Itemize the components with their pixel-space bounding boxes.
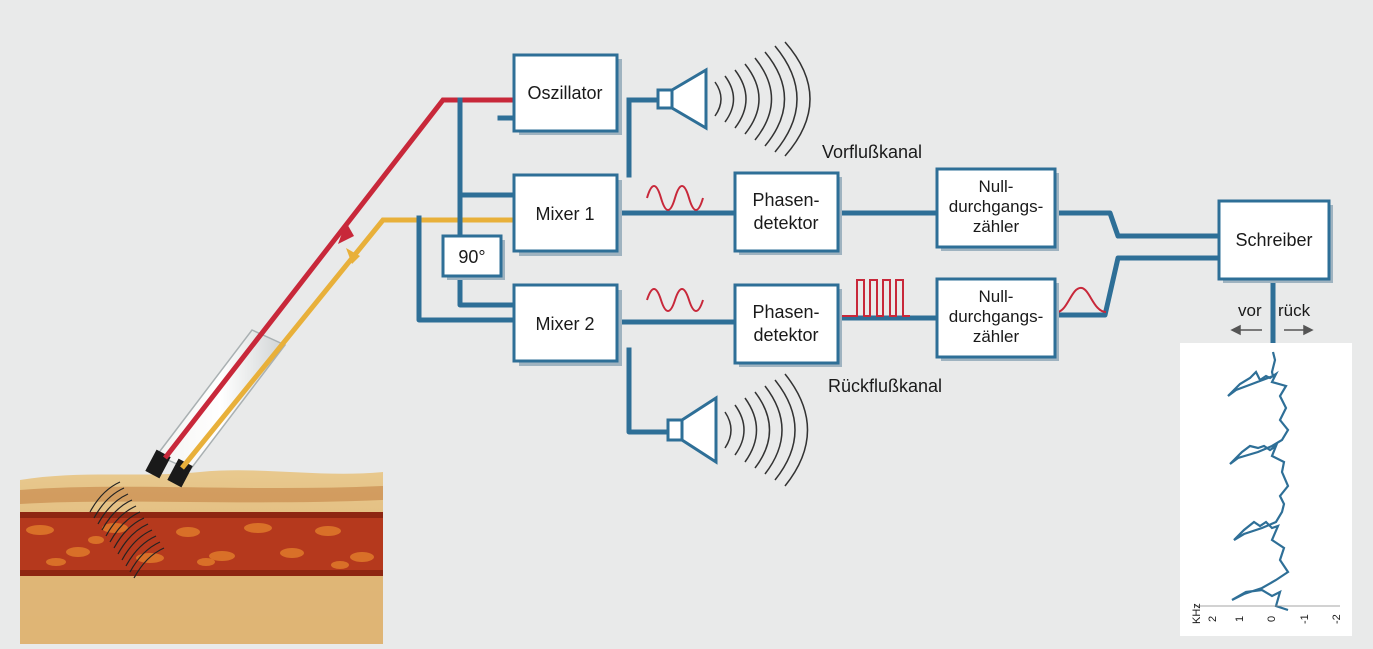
transmit-line	[163, 97, 513, 460]
tissue-illustration	[20, 470, 383, 644]
phase-shift-label: 90°	[458, 247, 485, 267]
pulse-curve-icon	[1057, 287, 1107, 313]
recorder-strip: KHz 2 1 0 -1 -2	[1180, 343, 1352, 636]
sine-wave-icon	[646, 185, 704, 211]
nulldurchgangszaehler2-block: Null- durchgangs- zähler	[935, 277, 1057, 359]
recorder-tick: 2	[1207, 616, 1219, 622]
mixer1-block: Mixer 1	[512, 173, 619, 253]
speaker-icon	[656, 41, 811, 157]
ultrasound-beam	[89, 481, 165, 579]
speaker-icon	[666, 373, 809, 487]
phasendetektor2-block: Phasen- detektor	[733, 283, 840, 365]
nulldurchgangszaehler1-label: Null-	[979, 177, 1014, 196]
mixer2-block: Mixer 2	[512, 283, 619, 363]
direction-arrows	[1230, 324, 1314, 336]
sine-wave-icon	[646, 288, 704, 312]
pulse-train-icon	[842, 279, 910, 317]
phasendetektor1-label: detektor	[753, 213, 818, 233]
phasendetektor2-label: detektor	[753, 325, 818, 345]
nulldurchgangszaehler2-label: Null-	[979, 287, 1014, 306]
oszillator-block: Oszillator	[512, 53, 619, 133]
phasendetektor1-block: Phasen- detektor	[733, 171, 840, 253]
schreiber-block: Schreiber	[1217, 199, 1331, 281]
nulldurchgangszaehler2-label: zähler	[973, 327, 1020, 346]
nulldurchgangszaehler1-label: durchgangs-	[949, 197, 1044, 216]
probe	[145, 329, 287, 488]
nulldurchgangszaehler1-block: Null- durchgangs- zähler	[935, 167, 1057, 249]
mixer2-label: Mixer 2	[535, 314, 594, 334]
recorder-tick: 0	[1266, 616, 1278, 622]
oszillator-label: Oszillator	[527, 83, 602, 103]
wiring	[416, 97, 1276, 435]
recorder-tick: -1	[1299, 614, 1311, 624]
phasendetektor1-label: Phasen-	[752, 190, 819, 210]
blood-vessel	[20, 512, 383, 576]
nulldurchgangszaehler1-label: zähler	[973, 217, 1020, 236]
phase-shift-block: 90°	[441, 234, 503, 278]
schreiber-label: Schreiber	[1235, 230, 1312, 250]
mixer1-label: Mixer 1	[535, 204, 594, 224]
receive-line	[180, 217, 513, 470]
rueckflusskanal-label: Rückflußkanal	[828, 376, 942, 396]
vorflusskanal-label: Vorflußkanal	[822, 142, 922, 162]
phasendetektor2-label: Phasen-	[752, 302, 819, 322]
recorder-tick: -2	[1331, 614, 1343, 624]
direction-backward-label: rück	[1278, 301, 1311, 320]
doppler-trace	[1227, 351, 1290, 612]
direction-forward-label: vor	[1238, 301, 1262, 320]
recorder-axis-label: KHz	[1191, 603, 1203, 624]
nulldurchgangszaehler2-label: durchgangs-	[949, 307, 1044, 326]
recorder-tick: 1	[1234, 616, 1246, 622]
